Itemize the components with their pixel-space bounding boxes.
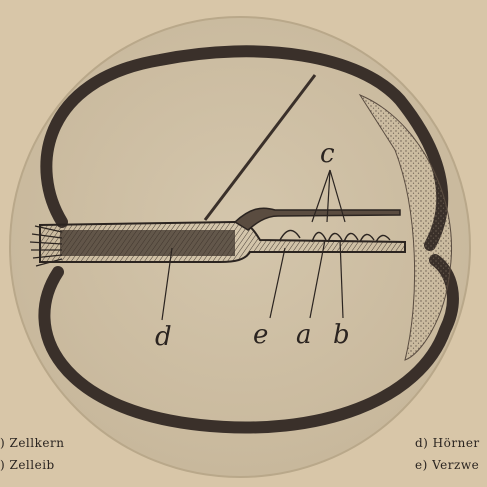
caption-left-1: ) Zellkern	[0, 436, 64, 450]
label-a: a	[296, 320, 312, 350]
label-d: d	[155, 322, 172, 352]
label-b: b	[333, 320, 350, 350]
lamina-core	[60, 230, 235, 256]
label-e: e	[253, 320, 268, 350]
caption-left-2: ) Zelleib	[0, 458, 55, 472]
caption-right-2: e) Verzwe	[415, 458, 479, 472]
caption-right-1: d) Hörner	[415, 436, 480, 450]
label-c: c	[320, 139, 335, 169]
